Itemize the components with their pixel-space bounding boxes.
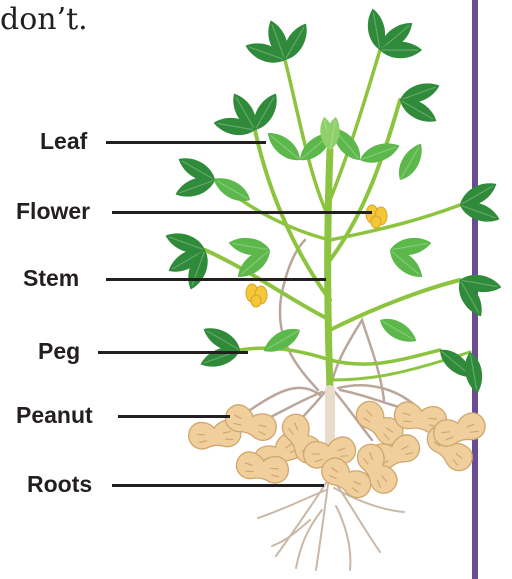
leader-line-stem [106,278,326,281]
leader-line-roots [112,484,324,487]
leader-line-peg [98,351,248,354]
label-peg: Peg [38,338,80,365]
label-flower: Flower [16,198,90,225]
label-roots: Roots [27,471,92,498]
leader-line-leaf [106,141,266,144]
leaves-group [163,7,503,395]
label-peanut: Peanut [16,402,93,429]
label-leaf: Leaf [40,128,87,155]
leader-line-flower [112,211,372,214]
leader-line-peanut [118,415,230,418]
label-stem: Stem [23,265,79,292]
